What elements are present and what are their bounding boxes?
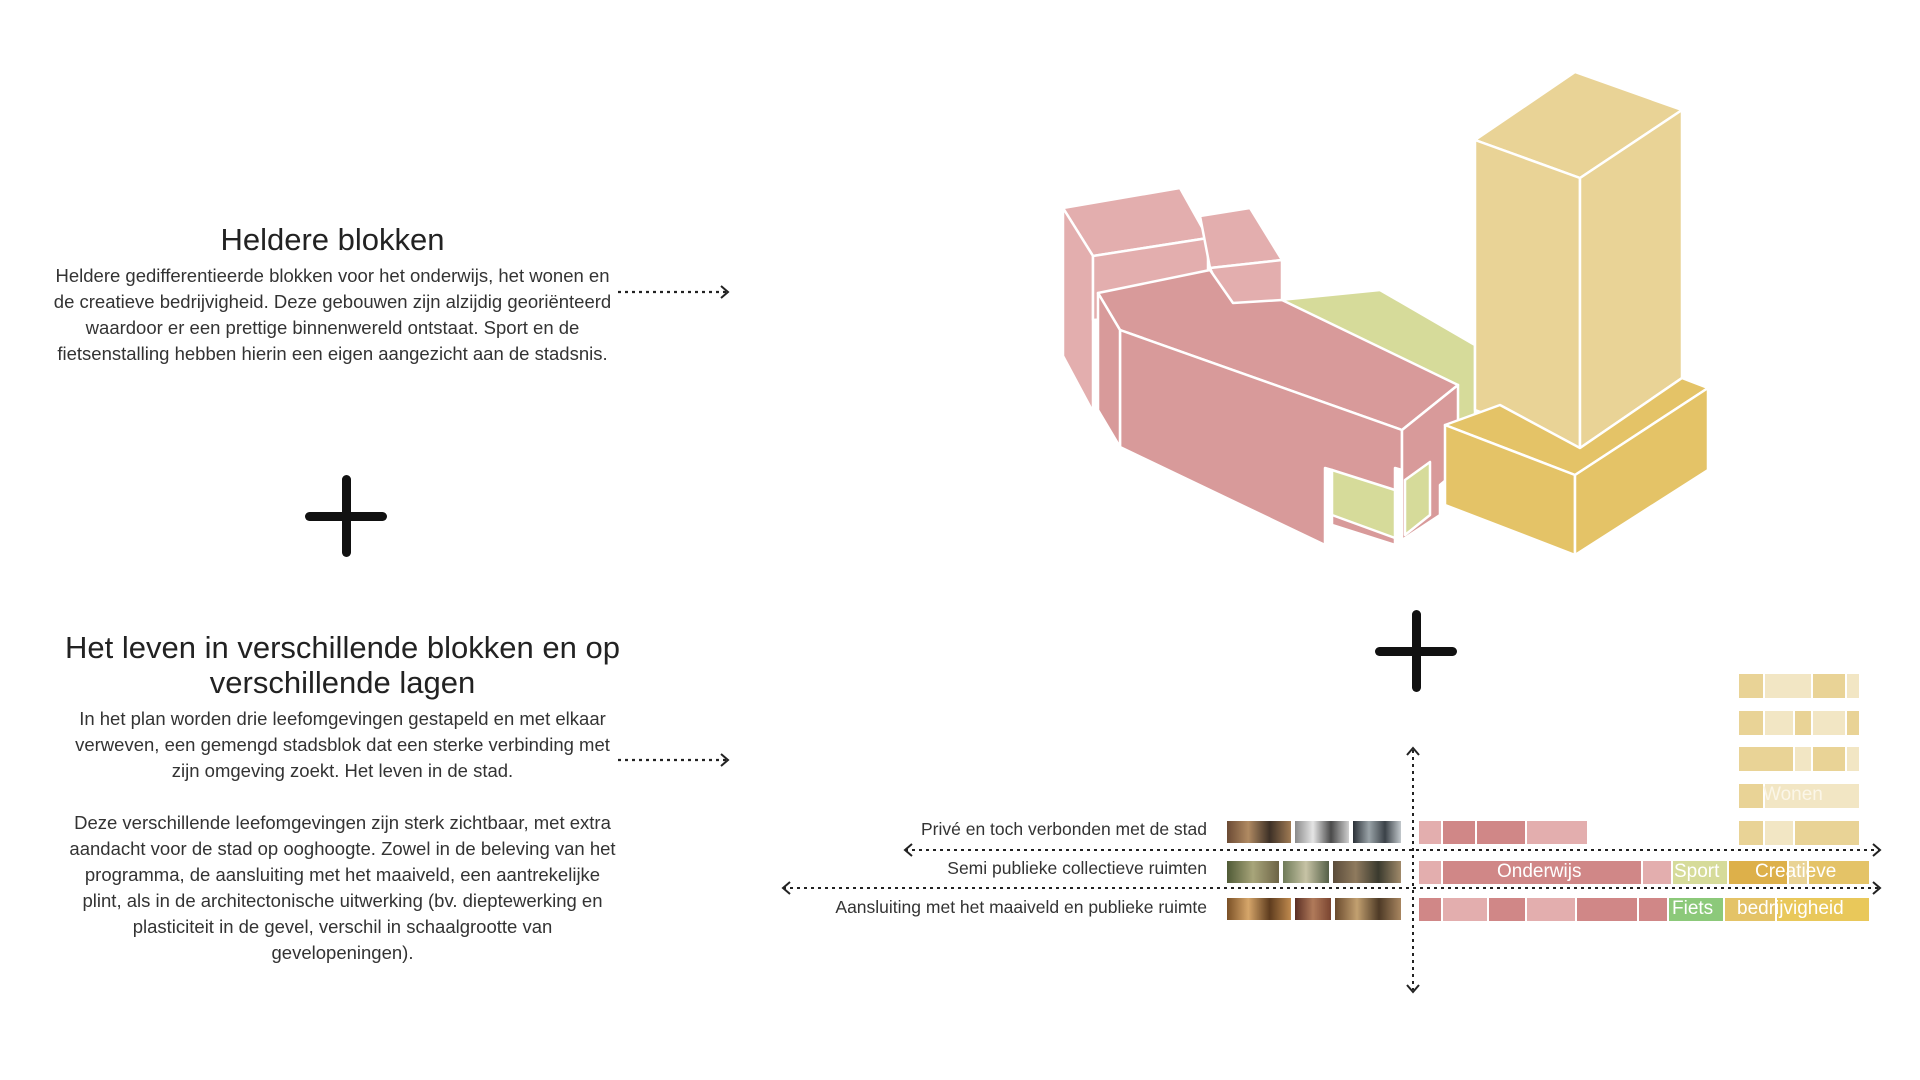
section-leven-lagen: Het leven in verschillende blokken en op… — [65, 630, 620, 966]
photo-thumbnail — [1226, 820, 1292, 844]
bedrijvigheid-base — [1443, 376, 1710, 477]
photo-thumbnail — [1294, 897, 1332, 921]
section-heldere-blokken: Heldere blokken Heldere gedifferentieerd… — [45, 222, 620, 367]
label-wonen: Wonen — [1763, 784, 1823, 805]
row-prive-bars — [1417, 819, 1589, 846]
plus-icon — [305, 475, 387, 557]
row-label-semi-publiek: Semi publieke collectieve ruimten — [947, 858, 1207, 878]
section-paragraph: In het plan worden drie leefomgevingen g… — [75, 708, 610, 781]
photo-thumbnail — [1352, 820, 1402, 844]
row-label-maaiveld: Aansluiting met het maaiveld en publieke… — [835, 897, 1207, 917]
photo-thumbnail — [1294, 820, 1350, 844]
wonen-stack — [1737, 672, 1861, 847]
onderwijs-small-block — [1198, 206, 1284, 270]
label-sport: Sport — [1674, 861, 1720, 882]
label-bedrijvigheid: bedrijvigheid — [1737, 898, 1844, 919]
section-title: Heldere blokken — [220, 222, 445, 257]
onderwijs-tall-left-front — [1061, 206, 1095, 414]
sport-volume — [1278, 288, 1477, 472]
section-paragraph: Heldere gedifferentieerde blokken voor h… — [53, 265, 612, 364]
wonen-tower — [1473, 70, 1684, 180]
photo-thumbnail — [1334, 897, 1402, 921]
row-label-prive: Privé en toch verbonden met de stad — [920, 819, 1207, 839]
plus-icon — [1375, 610, 1457, 692]
photo-thumbnail — [1282, 860, 1330, 884]
onderwijs-long-block — [1096, 268, 1460, 432]
section-title: Het leven in verschillende blokken en op… — [65, 630, 620, 700]
photo-thumbnail — [1226, 897, 1292, 921]
photo-thumbnail — [1332, 860, 1402, 884]
photo-thumbnail — [1226, 860, 1280, 884]
onderwijs-tall-left — [1061, 186, 1210, 258]
label-fiets: Fiets — [1672, 898, 1714, 919]
section-paragraph: Deze verschillende leefomgevingen zijn s… — [69, 812, 616, 963]
label-onderwijs: Onderwijs — [1497, 861, 1582, 882]
label-creatieve: Creatieve — [1755, 861, 1837, 882]
